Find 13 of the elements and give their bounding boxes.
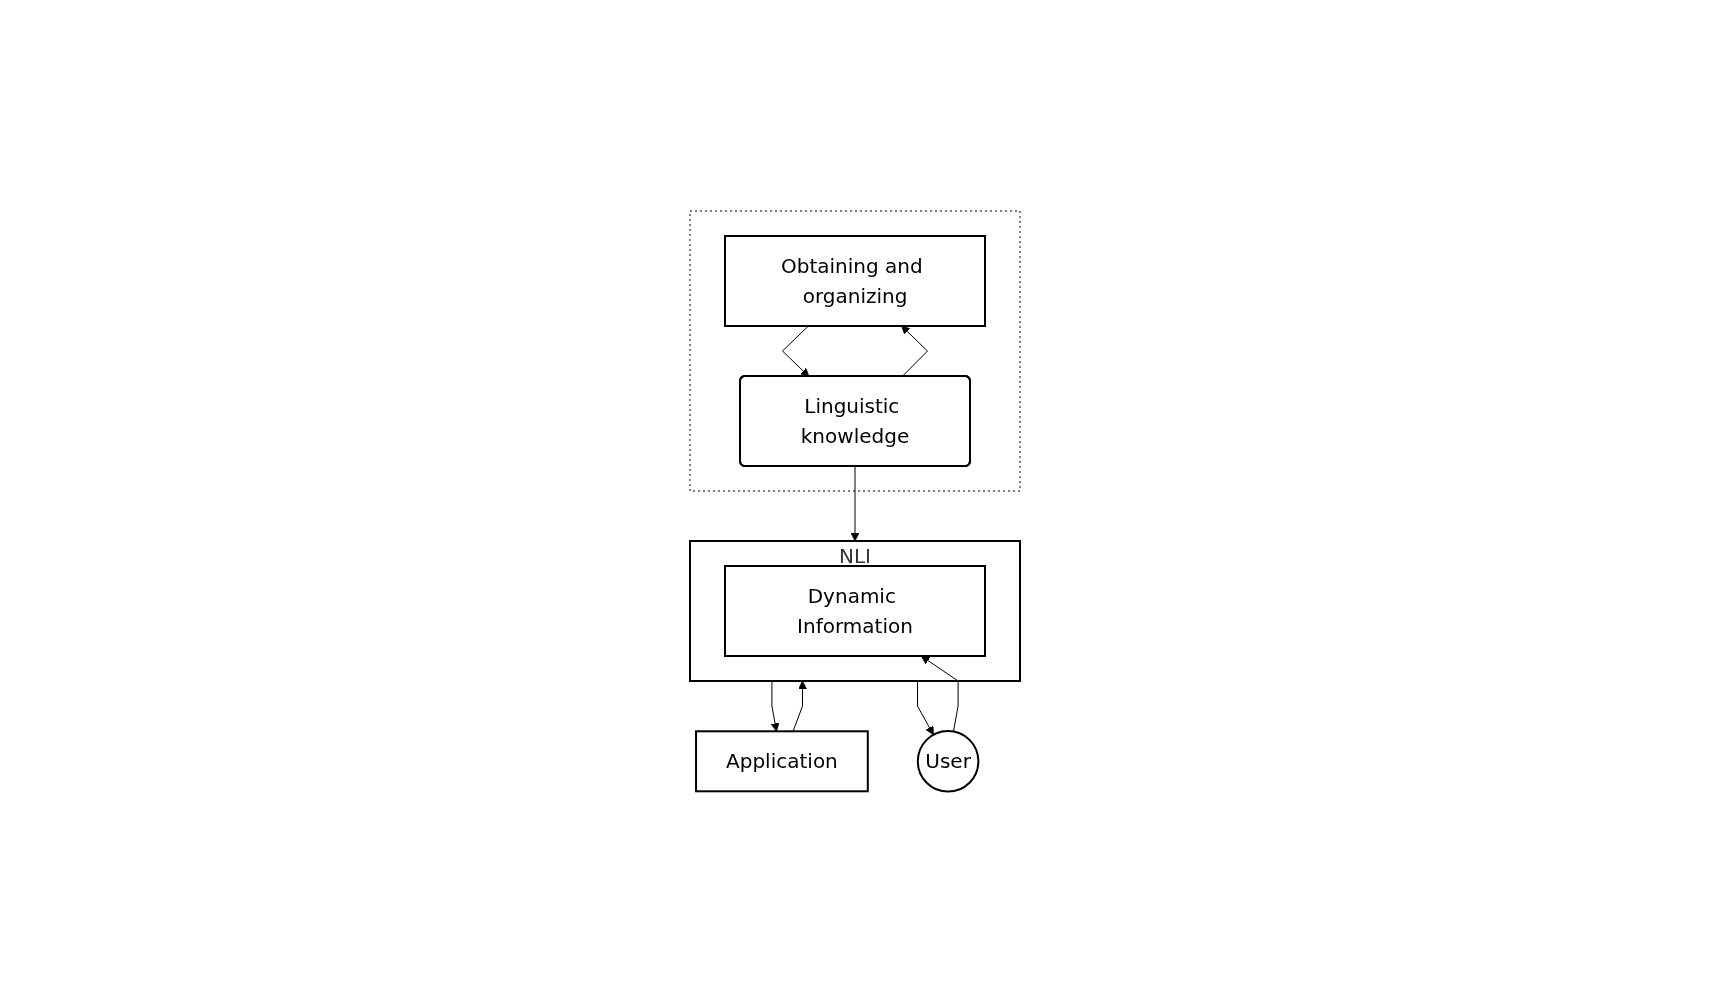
- node-circle: User: [916, 729, 979, 793]
- node-box: Obtaining and organizing: [723, 234, 986, 327]
- node-box: Application: [694, 730, 869, 792]
- node-text: Linguistic knowledge: [800, 393, 909, 448]
- arrow: [850, 465, 859, 542]
- arrow: [792, 680, 807, 732]
- cluster: [689, 210, 1020, 492]
- node-box: Dynamic Information: [723, 564, 986, 657]
- arrow: [920, 655, 959, 732]
- arrow: [916, 680, 934, 735]
- arrow: [781, 325, 809, 377]
- arrow: [900, 325, 928, 377]
- arrow: [770, 680, 779, 732]
